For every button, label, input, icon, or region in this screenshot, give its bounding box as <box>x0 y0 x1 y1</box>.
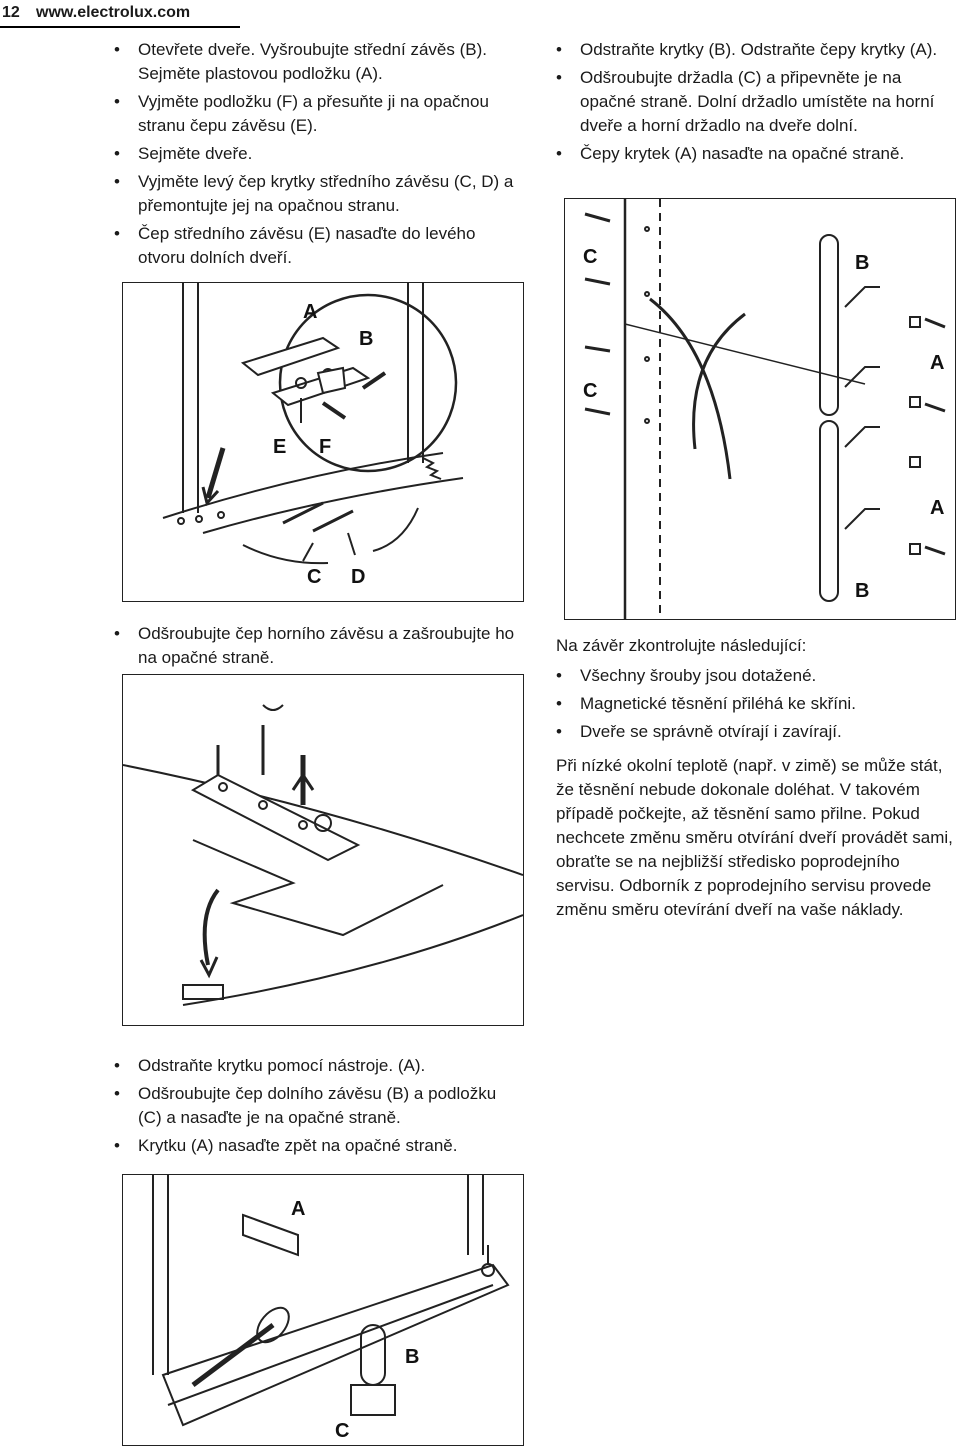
figure2-label-b-bottom: B <box>855 580 869 602</box>
figure1-label-d: D <box>351 566 365 588</box>
figure-bottom-hinge: A B C <box>122 1174 524 1446</box>
figure-handles: C B C A A B <box>564 198 956 620</box>
list-item: Vyjměte levý čep krytky středního závěsu… <box>114 170 524 218</box>
instructions-middle-hinge: Otevřete dveře. Vyšroubujte střední závě… <box>114 38 524 274</box>
bottom-hinge-illustration: A B C <box>152 1175 510 1442</box>
top-hinge-illustration <box>123 704 523 1006</box>
final-check-intro: Na závěr zkontrolujte následující: <box>556 636 807 655</box>
figure-middle-hinge: A B E F C D <box>122 282 524 602</box>
final-note: Při nízké okolní teplotě (např. v zimě) … <box>556 756 953 919</box>
list-item: Odšroubujte čep dolního závěsu (B) a pod… <box>114 1082 524 1130</box>
figure2-label-a-top: A <box>930 352 944 374</box>
list-item: Odšroubujte čep horního závěsu a zašroub… <box>114 622 524 670</box>
list-item: Odstraňte krytku pomocí nástroje. (A). <box>114 1054 524 1078</box>
list-item: Otevřete dveře. Vyšroubujte střední závě… <box>114 38 524 86</box>
handles-illustration: C B C A A B <box>583 199 946 619</box>
figure4-label-c: C <box>335 1420 349 1442</box>
middle-hinge-illustration: A B E F C D <box>162 283 464 588</box>
list-item: Čep středního závěsu (E) nasaďte do levé… <box>114 222 524 270</box>
figure2-label-b-top: B <box>855 252 869 274</box>
figure2-label-c-top: C <box>583 246 597 268</box>
list-item: Sejměte dveře. <box>114 142 524 166</box>
figure2-label-c-mid: C <box>583 380 597 402</box>
header-url: www.electrolux.com <box>36 4 191 21</box>
figure1-label-b: B <box>359 328 373 350</box>
figure1-label-c: C <box>307 566 321 588</box>
instructions-top-hinge: Odšroubujte čep horního závěsu a zašroub… <box>114 622 524 674</box>
figure4-label-b: B <box>405 1346 419 1368</box>
page-number: 12 <box>2 4 20 21</box>
list-item: Čepy krytek (A) nasaďte na opačné straně… <box>556 142 956 166</box>
figure1-label-a: A <box>303 301 317 323</box>
list-item: Vyjměte podložku (F) a přesuňte ji na op… <box>114 90 524 138</box>
list-item: Magnetické těsnění přiléhá ke skříni. <box>556 692 956 716</box>
list-item: Všechny šrouby jsou dotažené. <box>556 664 956 688</box>
figure2-label-a-bottom: A <box>930 497 944 519</box>
list-item: Odšroubujte držadla (C) a připevněte je … <box>556 66 956 138</box>
header-rule <box>0 26 240 28</box>
instructions-bottom-hinge: Odstraňte krytku pomocí nástroje. (A). O… <box>114 1054 524 1162</box>
list-item: Odstraňte krytky (B). Odstraňte čepy kry… <box>556 38 956 62</box>
figure1-label-e: E <box>273 436 286 458</box>
instructions-handles: Odstraňte krytky (B). Odstraňte čepy kry… <box>556 38 956 170</box>
figure4-label-a: A <box>291 1198 305 1220</box>
list-item: Krytku (A) nasaďte zpět na opačné straně… <box>114 1134 524 1158</box>
figure1-label-f: F <box>319 436 331 458</box>
list-item: Dveře se správně otvírají i zavírají. <box>556 720 956 744</box>
final-check-list: Všechny šrouby jsou dotažené. Magnetické… <box>556 664 956 748</box>
figure-top-hinge <box>122 674 524 1026</box>
